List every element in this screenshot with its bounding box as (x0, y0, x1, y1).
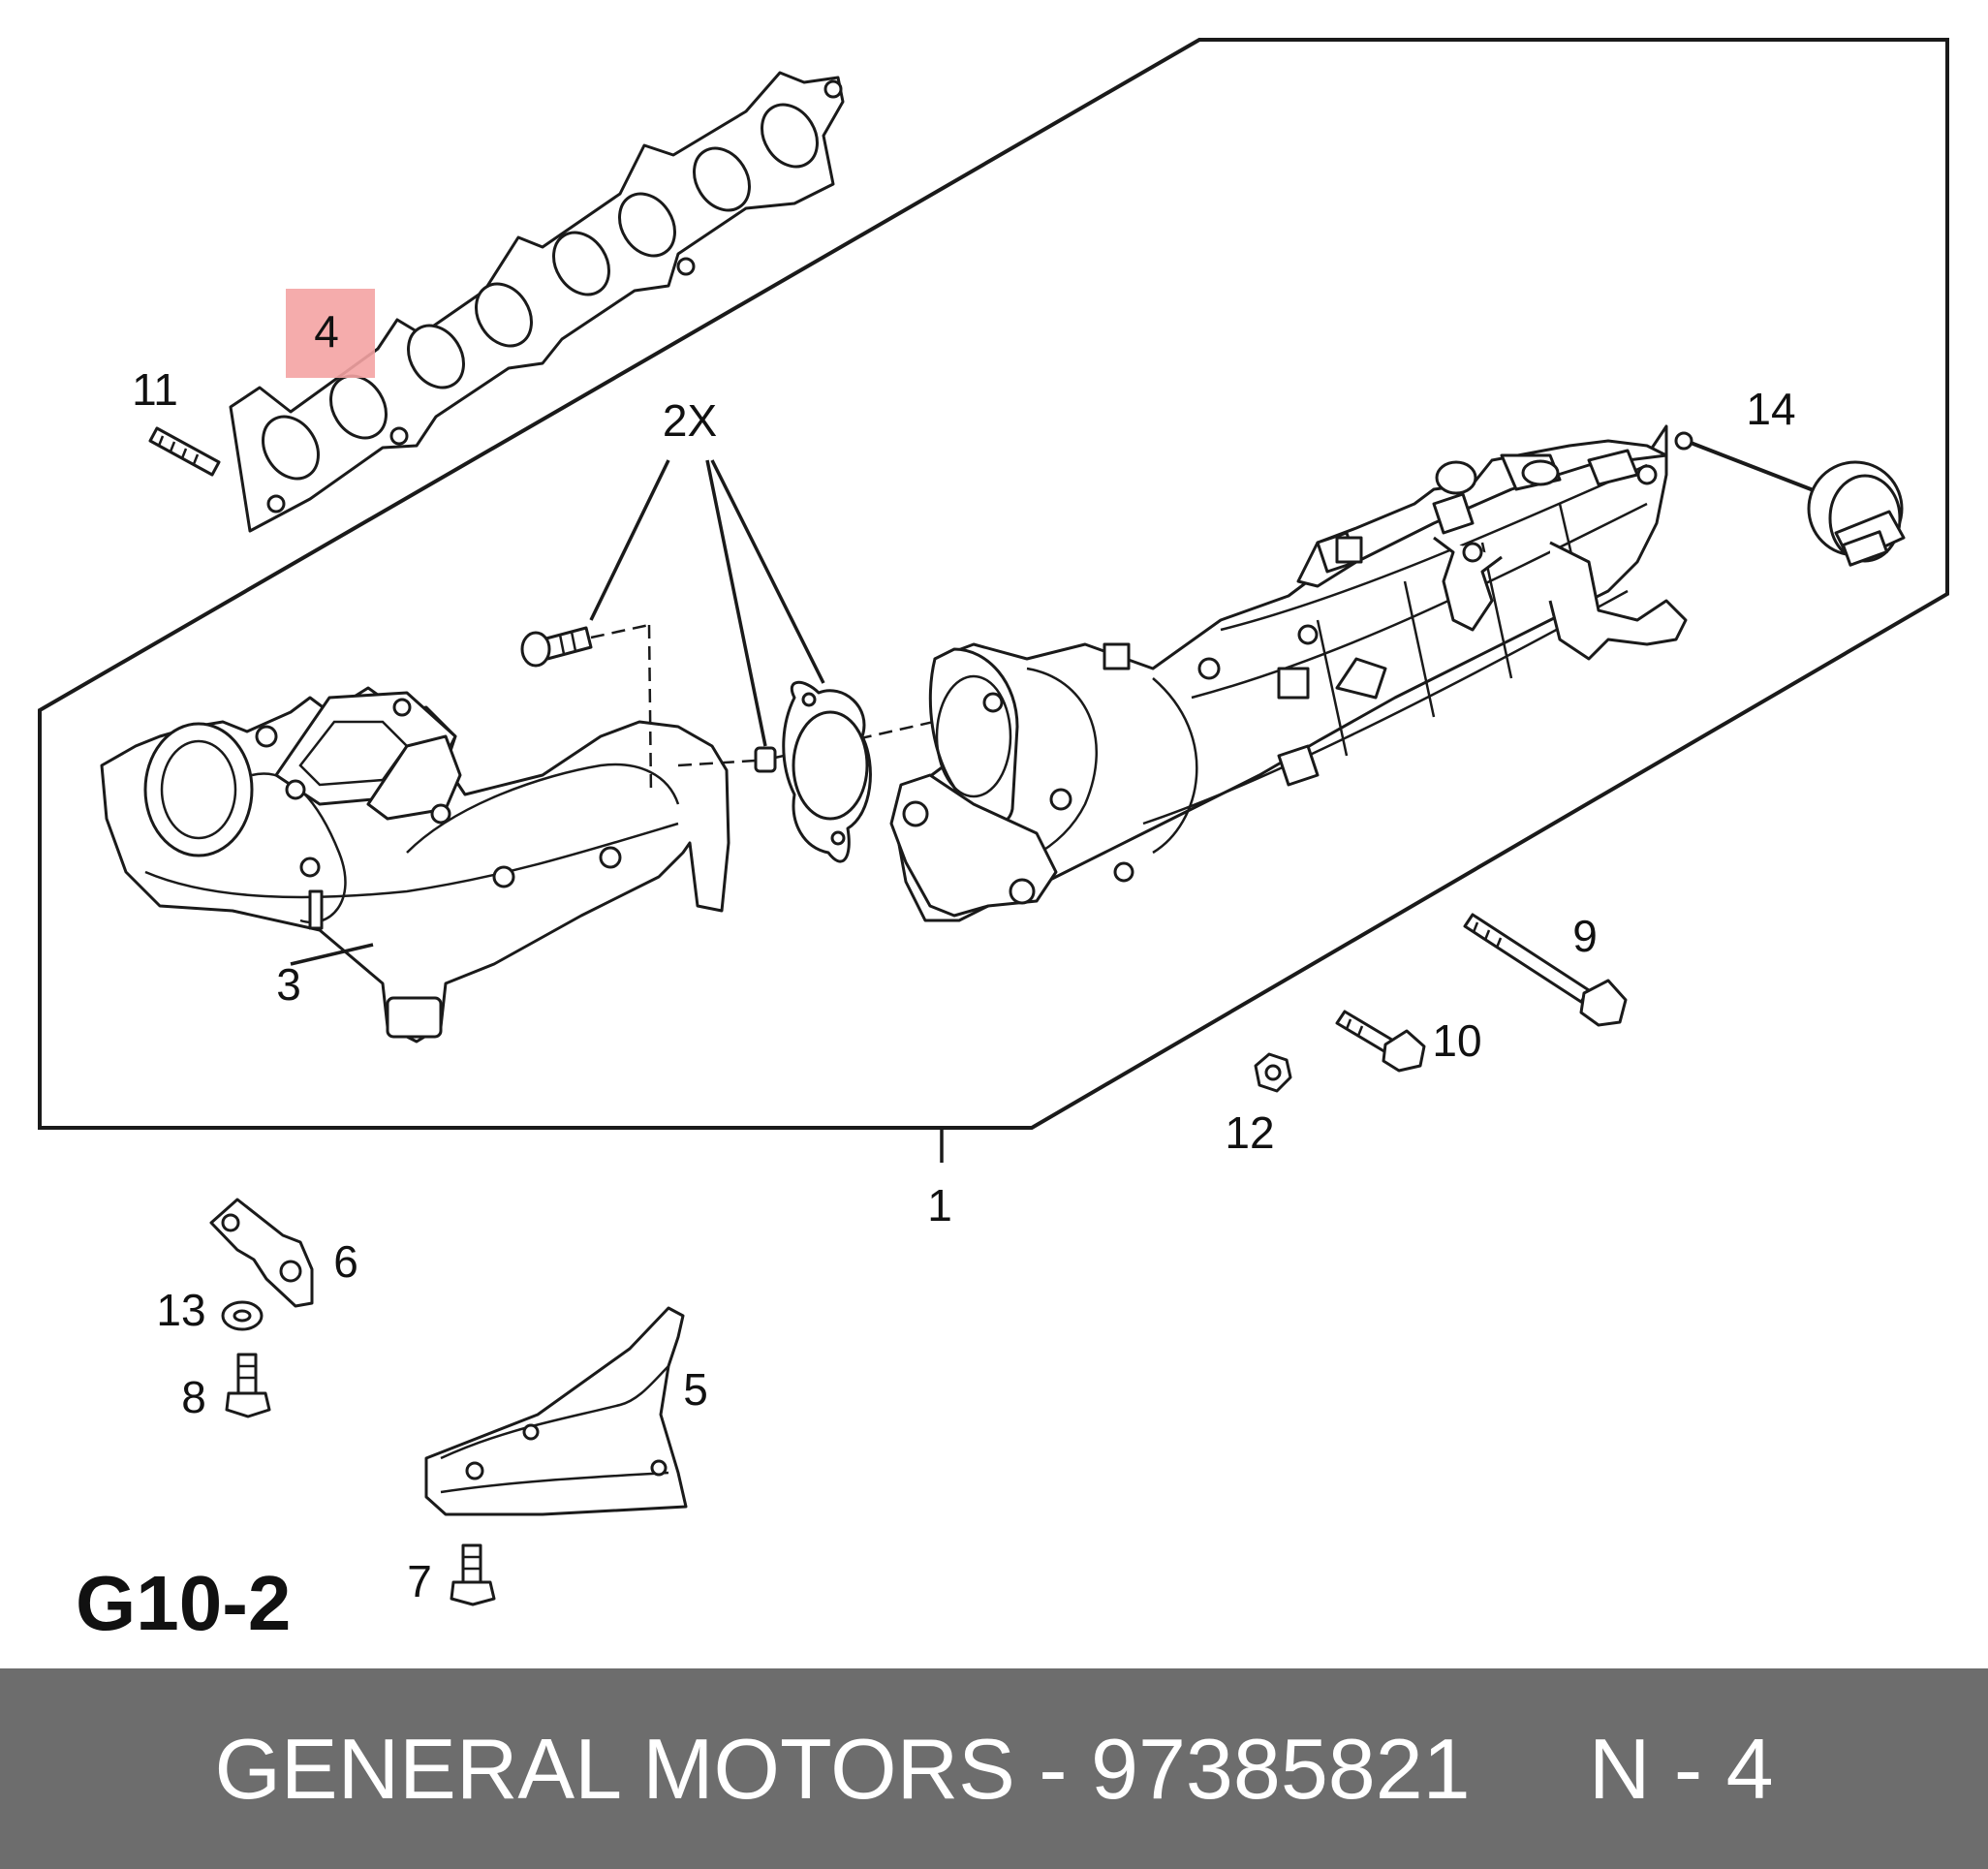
nut-12 (1254, 1052, 1292, 1093)
callout-13: 13 (156, 1285, 205, 1335)
bolt-7 (450, 1543, 496, 1606)
callout-2x: 2X (663, 395, 717, 446)
intake-manifold (889, 424, 1688, 922)
manifold-gasket (229, 71, 845, 533)
leader-line-2x (589, 459, 670, 621)
bolt-9 (1463, 913, 1628, 1027)
callout-1: 1 (927, 1180, 952, 1230)
callout-4-highlight (286, 289, 375, 378)
leader-line-3 (290, 943, 374, 966)
washer-13 (221, 1300, 264, 1331)
callout-9: 9 (1572, 911, 1598, 961)
bracket-5 (424, 1306, 688, 1516)
bolt-8 (225, 1353, 271, 1418)
screw-2x (520, 623, 653, 795)
sleeve-2x (677, 705, 999, 773)
callout-7: 7 (407, 1556, 432, 1606)
footer-position: N - 4 (1588, 1721, 1774, 1817)
vacuum-actuator (1674, 431, 1906, 567)
footer-text: GENERAL MOTORS - 97385821 N - 4 (0, 1668, 1988, 1869)
egr-gasket-2x (782, 680, 872, 863)
callout-14: 14 (1746, 384, 1795, 434)
footer-brand: GENERAL MOTORS (214, 1721, 1015, 1817)
footer-separator: - (1039, 1721, 1068, 1817)
callout-6: 6 (333, 1236, 358, 1287)
throttle-housing (100, 686, 730, 1044)
stud-11 (148, 426, 221, 477)
assembly-frame (38, 38, 1949, 1130)
diagram-code: G10-2 (76, 1560, 291, 1646)
callout-8: 8 (181, 1372, 206, 1422)
callout-3: 3 (276, 959, 301, 1010)
footer-bar: GENERAL MOTORS - 97385821 N - 4 (0, 1668, 1988, 1869)
callout-5: 5 (683, 1364, 708, 1415)
callout-10: 10 (1432, 1015, 1481, 1066)
bolt-10 (1335, 1010, 1426, 1073)
exploded-parts-diagram: 4 11 2X 14 3 9 10 12 1 6 13 8 5 7 G10-2 (38, 38, 1949, 1646)
bracket-6 (209, 1198, 314, 1308)
callout-12: 12 (1225, 1107, 1274, 1158)
callout-4: 4 (314, 306, 339, 357)
footer-part-number: 97385821 (1091, 1721, 1471, 1817)
callout-11: 11 (132, 364, 178, 415)
